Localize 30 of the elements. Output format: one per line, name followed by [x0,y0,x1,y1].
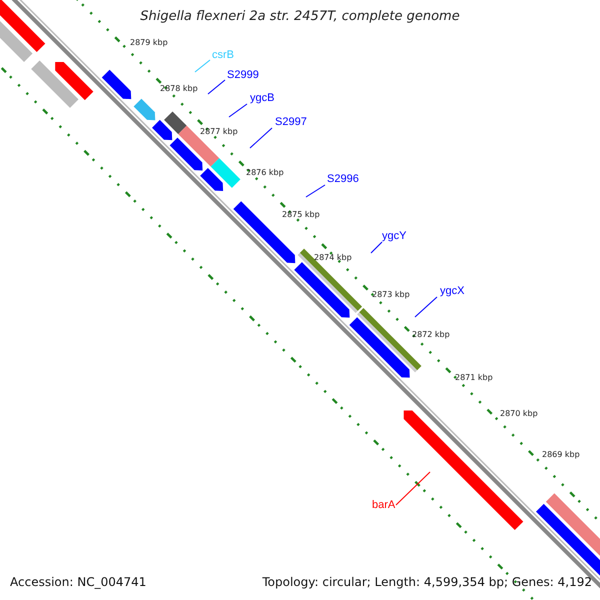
scale-label: 2874 kbp [314,254,352,262]
scale-label: 2869 kbp [542,451,580,459]
gene-label: ygcB [250,93,274,104]
scale-label: 2872 kbp [412,331,450,339]
scale-label: 2875 kbp [282,211,320,219]
gene-label: csrB [212,50,234,61]
leader-line [194,60,210,72]
map-title: Shigella flexneri 2a str. 2457T, complete genome [139,10,461,23]
gene-label: S2999 [227,70,259,81]
leader-line [228,104,248,118]
leader-line [370,242,382,254]
gene-label: barA [372,500,396,511]
scale-label: 2878 kbp [160,85,198,93]
scale-label: 2871 kbp [455,374,493,382]
gene-label: ygcY [382,231,406,242]
genome-stats-text: Topology: circular; Length: 4,599,354 bp; Genes: 4,192 [262,576,592,588]
scale-label: 2873 kbp [372,291,410,299]
leader-line [250,128,272,148]
leader-line [396,472,430,506]
leader-line [414,296,438,318]
scale-label: 2879 kbp [130,39,168,47]
scale-label: 2877 kbp [200,128,238,136]
accession-text: Accession: NC_004741 [10,576,146,588]
scale-label: 2876 kbp [246,169,284,177]
gene-label: ygcX [440,286,464,297]
gene-label: S2996 [327,174,359,185]
leader-line [208,80,226,94]
scale-label: 2870 kbp [500,410,538,418]
gene-label: S2997 [275,117,307,128]
leader-line [306,184,326,198]
